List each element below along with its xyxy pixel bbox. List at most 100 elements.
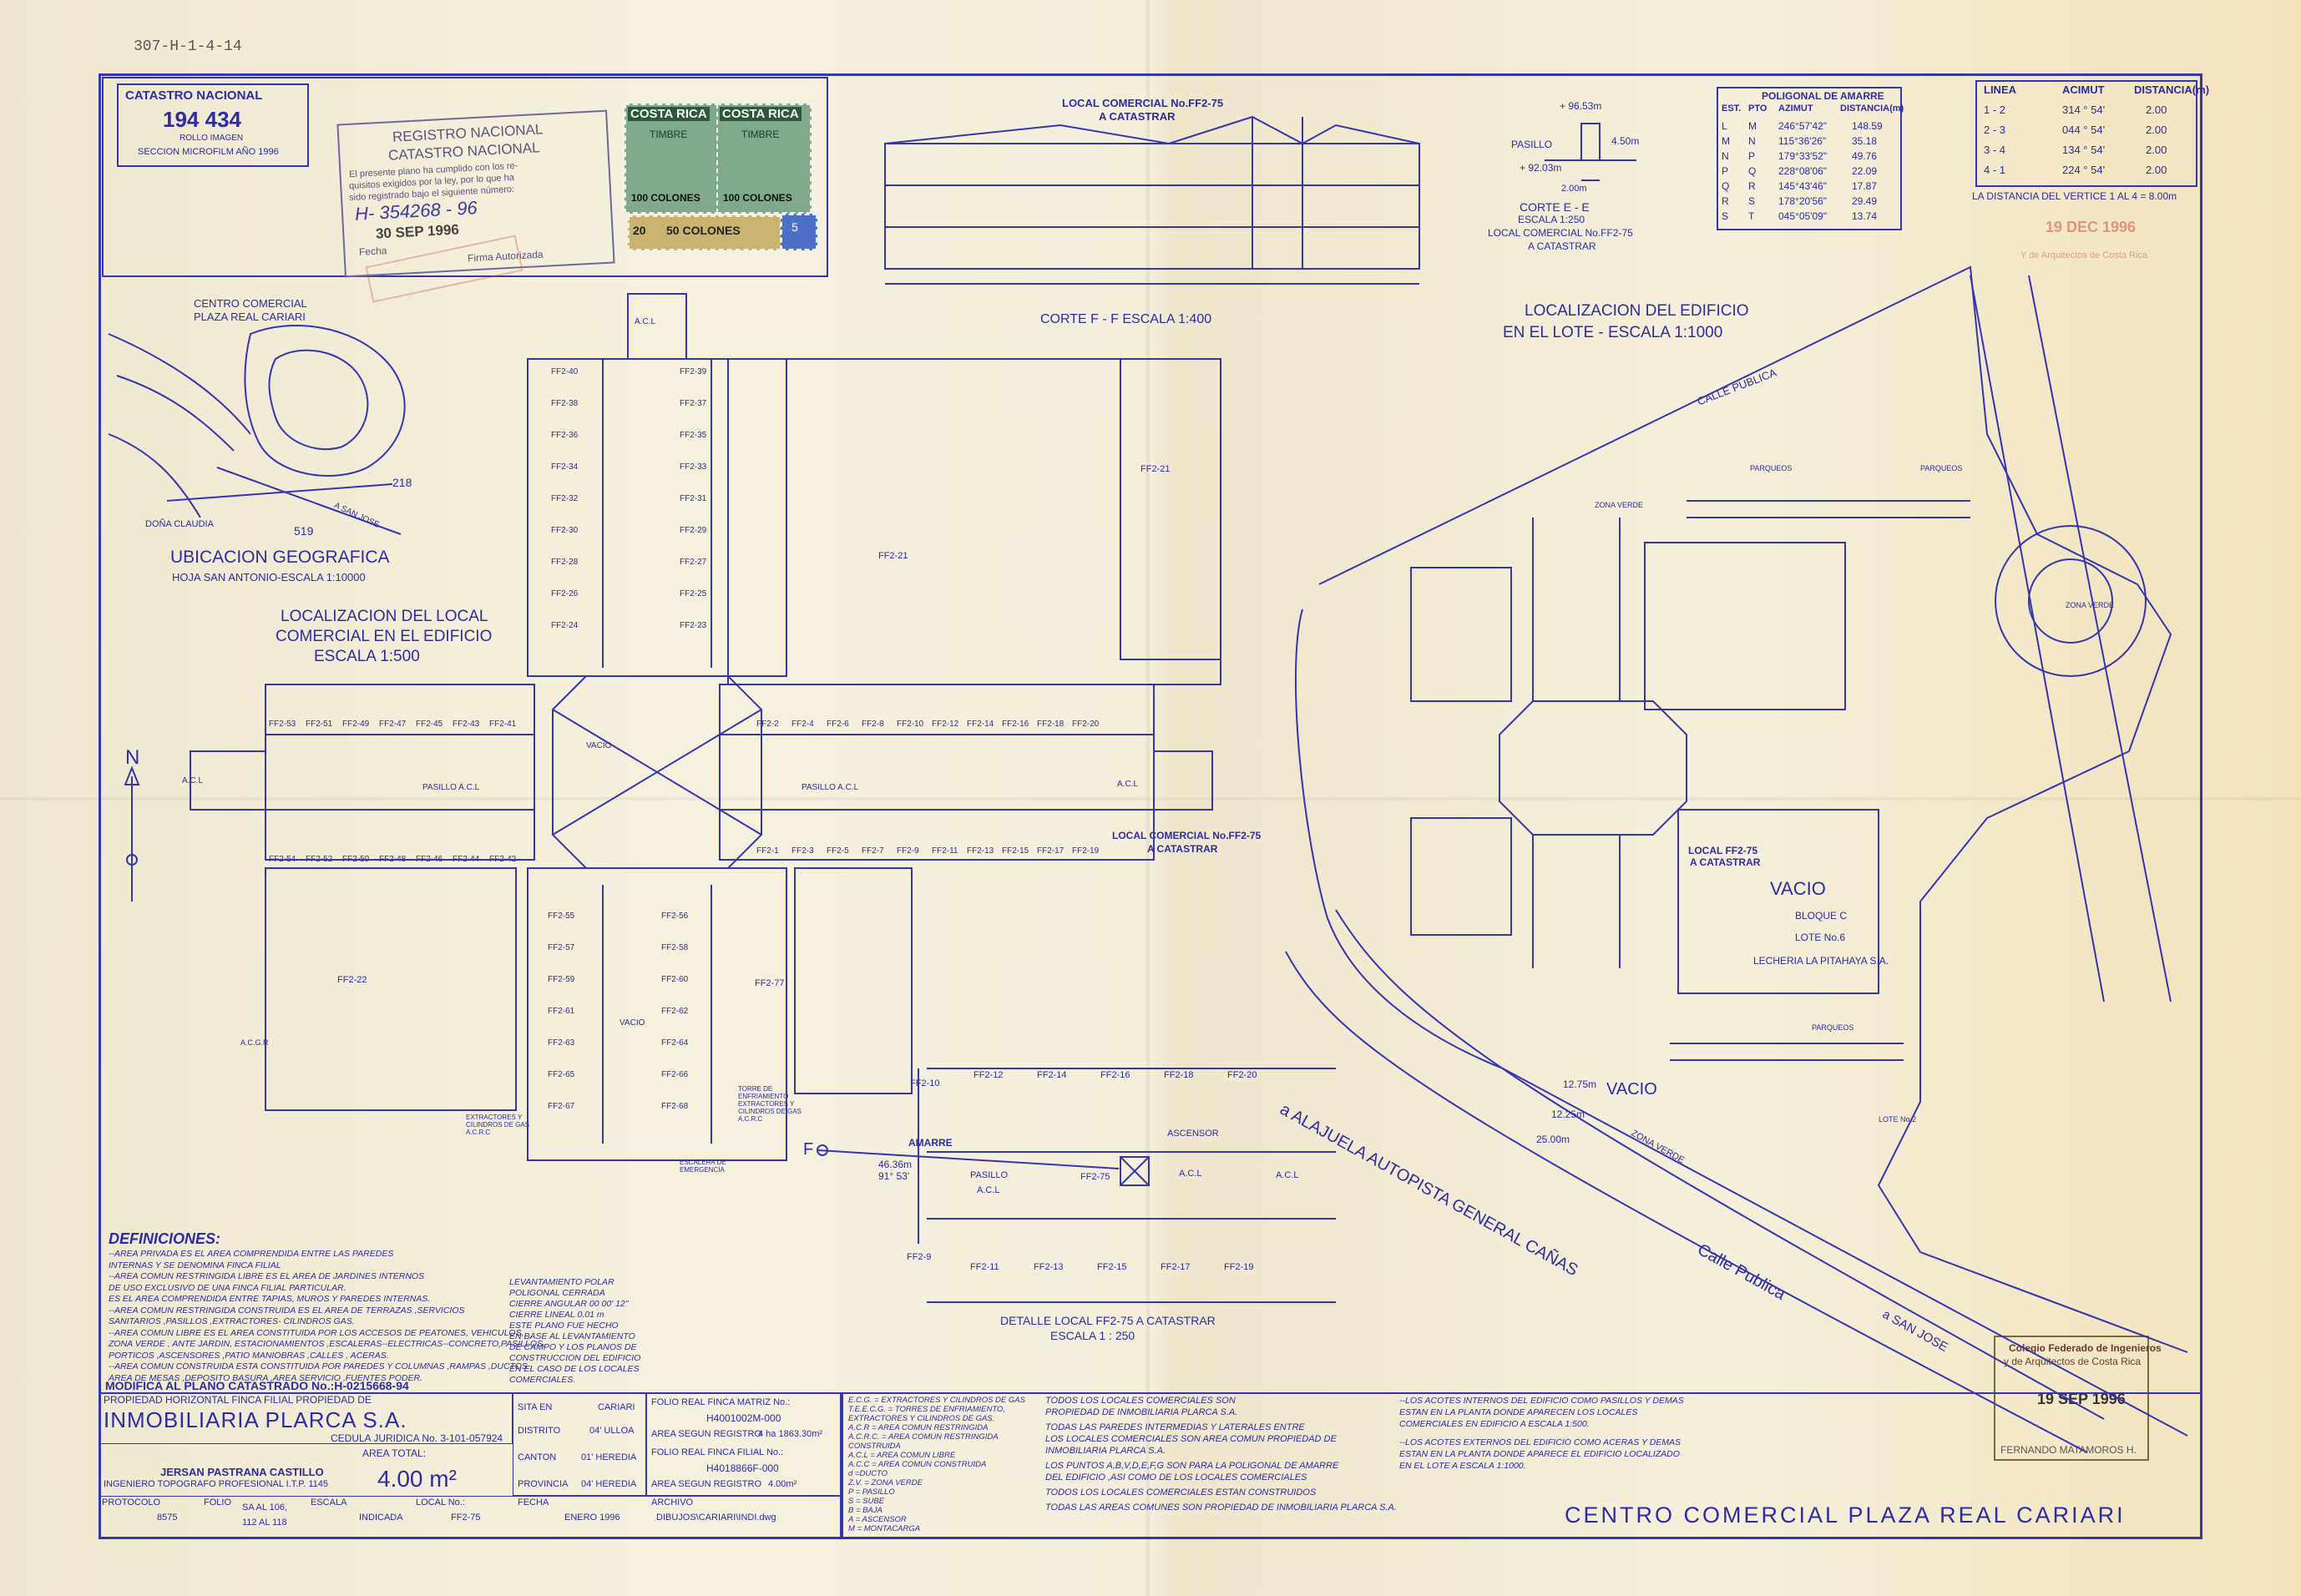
corte-ee-caption1: CORTE E - E <box>1520 200 1590 214</box>
plan-unit-label: FF2-58 <box>661 943 689 952</box>
plan-unit-label: FF2-45 <box>416 720 443 729</box>
tb-area-registro2-label: AREA SEGUN REGISTRO <box>651 1479 762 1489</box>
tb-area-registro-value: 4 ha 1863.30m² <box>758 1429 823 1439</box>
site-local75-1: LOCAL FF2-75 <box>1688 845 1758 856</box>
title-block-bottom <box>99 1496 842 1539</box>
legend-line: d =DUCTO <box>848 1469 888 1478</box>
legend-line: B = BAJA <box>848 1506 882 1515</box>
plan-unit-label: FF2-10 <box>897 720 924 729</box>
note-mid-line: LOS PUNTOS A,B,V,D,E,F,G SON PARA LA POL… <box>1045 1461 1339 1471</box>
lineas-cell: 314 ° 54' <box>2062 104 2106 116</box>
stamp-right-top-2: Y de Arquitectos de Costa Rica <box>2020 250 2148 260</box>
colegio-line2: y de Arquitectos de Costa Rica <box>2004 1356 2142 1367</box>
poligonal-cell: 148.59 <box>1852 120 1883 132</box>
plan-unit-label: FF2-13 <box>967 846 994 856</box>
site-zona-verde-1: ZONA VERDE <box>1595 501 1644 509</box>
plan-unit-label: FF2-3 <box>791 846 814 856</box>
ubicacion-subtitle: HOJA SAN ANTONIO-ESCALA 1:10000 <box>172 571 366 583</box>
tb-archivo-label: ARCHIVO <box>651 1498 694 1508</box>
legend-line: S = SUBE <box>848 1497 885 1506</box>
tb-protocolo-label: PROTOCOLO <box>102 1498 161 1508</box>
plan-local75-1: LOCAL COMERCIAL No.FF2-75 <box>1112 830 1262 841</box>
lineas-cell: 2.00 <box>2146 164 2167 176</box>
definiciones-title: DEFINICIONES: <box>109 1230 221 1247</box>
plan-acl-north: A.C.L <box>635 317 656 326</box>
plan-unit-label: FF2-59 <box>548 975 575 984</box>
modifica-line: MODIFICA AL PLANO CATASTRADO No.:H-02156… <box>105 1379 409 1392</box>
tb-local-value: FF2-75 <box>451 1513 481 1523</box>
corte-ff-heading1: LOCAL COMERCIAL No.FF2-75 <box>1062 97 1224 109</box>
tb-area-registro2-value: 4.00m² <box>768 1479 797 1489</box>
plan-unit-label: FF2-26 <box>551 589 579 598</box>
plan-unit-label: FF2-31 <box>680 494 707 503</box>
poligonal-cell: S <box>1748 195 1756 207</box>
stamp-small-b: 5 <box>791 220 798 234</box>
tb-folio-value1: SA AL 106, <box>242 1503 288 1513</box>
postage-stamp-2 <box>716 104 812 214</box>
loc-local-line2: COMERCIAL EN EL EDIFICIO <box>276 628 493 645</box>
tb-archivo-value: DIBUJOS\CARIARI\INDI.dwg <box>656 1513 776 1523</box>
poligonal-cell: Q <box>1748 165 1757 177</box>
catastro-number: 194 434 <box>163 107 241 132</box>
plan-unit-label: FF2-66 <box>661 1070 689 1079</box>
stamp-value-3: 50 COLONES <box>666 224 741 237</box>
plan-pasillo-west: PASILLO A.C.L <box>422 783 480 792</box>
detalle-acl: A.C.L <box>977 1185 1000 1195</box>
plan-unit-label: FF2-24 <box>551 621 579 630</box>
legend-line: Z.V. = ZONA VERDE <box>848 1478 923 1487</box>
poligonal-cell: 22.09 <box>1852 165 1878 177</box>
poligonal-cell: 115°36'26" <box>1778 135 1827 147</box>
plan-pasillo-east: PASILLO A.C.L <box>802 783 859 792</box>
plan-vacio2: VACIO <box>620 1018 645 1028</box>
definicion-line: ZONA VERDE , ANTE JARDIN, ESTACIONAMIENT… <box>109 1339 545 1349</box>
levantamiento-line: CONSTRUCCION DEL EDIFICIO <box>509 1353 641 1363</box>
poligonal-header: EST. <box>1722 104 1742 114</box>
poligonal-cell: 246°57'42" <box>1778 120 1828 132</box>
plan-unit-label: FF2-29 <box>680 526 707 535</box>
postage-stamp-1 <box>625 104 720 214</box>
plan-torre: TORRE DE ENFRIAMIENTO EXTRACTORES Y CILI… <box>738 1085 802 1123</box>
plan-unit-label: FF2-38 <box>551 399 579 408</box>
legend-line: T.E.E.C.G. = TORRES DE ENFRIAMIENTO, <box>848 1405 1006 1414</box>
detalle-unit-label: FF2-16 <box>1100 1070 1130 1080</box>
site-parqueos-2: PARQUEOS <box>1920 464 1963 472</box>
levantamiento-line: EN BASE AL LEVANTAMIENTO <box>509 1331 635 1341</box>
plan-unit-label: FF2-49 <box>342 720 370 729</box>
note-right-line: --LOS ACOTES INTERNOS DEL EDIFICIO COMO … <box>1399 1396 1684 1406</box>
lineas-table <box>1975 80 2197 187</box>
lineas-cell: 134 ° 54' <box>2062 144 2106 156</box>
note-mid-line: LOS LOCALES COMERCIALES SON AREA COMUN P… <box>1045 1434 1337 1444</box>
plan-unit-label: FF2-9 <box>897 846 919 856</box>
definicion-line: AREA DE MESAS ,DEPOSITO BASURA ,AREA SER… <box>109 1372 422 1383</box>
note-mid-line: PROPIEDAD DE INMOBILIARIA PLARCA S.A. <box>1045 1407 1238 1417</box>
plan-unit-label: FF2-34 <box>551 462 579 472</box>
note-right-line: --LOS ACOTES EXTERNOS DEL EDIFICIO COMO … <box>1399 1437 1682 1447</box>
plan-unit-label: FF2-6 <box>827 720 849 729</box>
legend-line: EXTRACTORES Y CILINDROS DE GAS. <box>848 1414 995 1423</box>
plan-unit-label: FF2-5 <box>827 846 849 856</box>
corte-ee-dim-top: + 96.53m <box>1560 100 1602 112</box>
corte-ee-dim-c: 2.00m <box>1561 184 1587 194</box>
tb-folio-label: FOLIO <box>204 1498 232 1508</box>
detalle-unit-label: FF2-13 <box>1034 1262 1064 1272</box>
detalle-unit-label: FF2-14 <box>1037 1070 1067 1080</box>
detalle-amarre: AMARRE <box>908 1137 953 1149</box>
definicion-line: --AREA COMUN RESTRINGIDA LIBRE ES EL ARE… <box>109 1271 425 1281</box>
tb-area-registro-label: AREA SEGUN REGISTRO <box>651 1429 762 1439</box>
lineas-header: LINEA <box>1984 83 2016 96</box>
site-local75-2: A CATASTRAR <box>1690 856 1761 868</box>
stamp-country-2: COSTA RICA <box>720 107 802 121</box>
tb-canton-value: 01' HEREDIA <box>581 1452 637 1462</box>
poligonal-cell: 29.49 <box>1852 195 1878 207</box>
tb-area-label: AREA TOTAL: <box>362 1447 427 1459</box>
lineas-cell: 3 - 4 <box>1984 144 2006 156</box>
plan-unit-label: FF2-65 <box>548 1070 575 1079</box>
tb-fecha-value: ENERO 1996 <box>564 1513 620 1523</box>
plan-unit-label: FF2-25 <box>680 589 707 598</box>
plan-extractores: EXTRACTORES Y CILINDROS DE GAS A.C.R.C <box>466 1114 530 1136</box>
levantamiento-line: COMERCIALES. <box>509 1375 576 1385</box>
ubicacion-title: UBICACION GEOGRAFICA <box>170 548 390 567</box>
loc-local-line3: ESCALA 1:500 <box>314 648 420 665</box>
lineas-cell: 044 ° 54' <box>2062 124 2106 136</box>
postage-stamp-3 <box>628 215 781 250</box>
